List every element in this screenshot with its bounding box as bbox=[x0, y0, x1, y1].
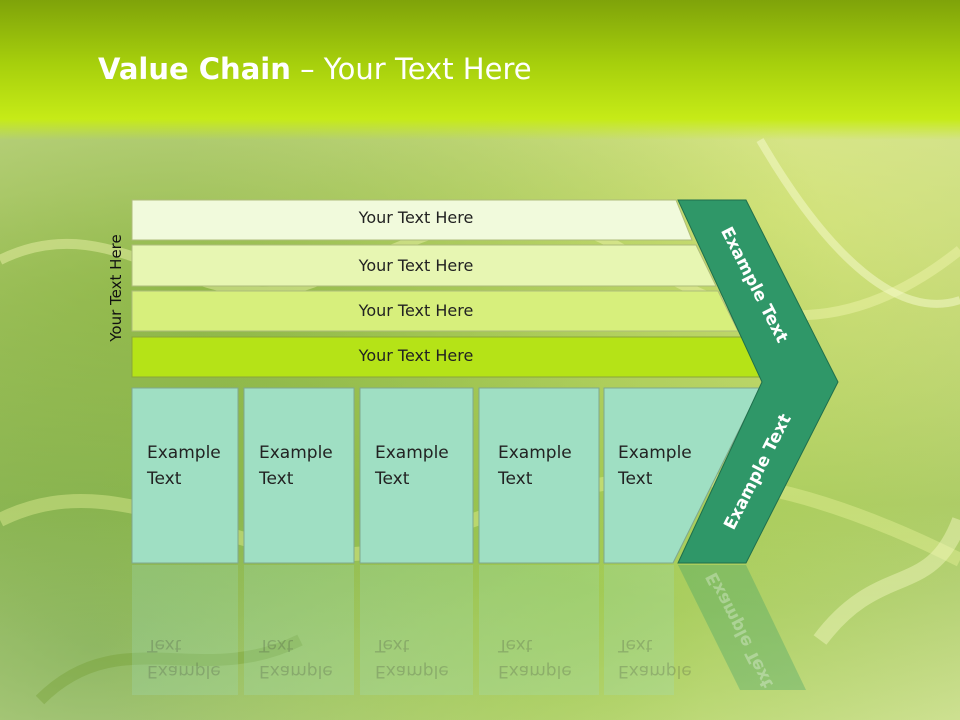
box-2 bbox=[243, 387, 355, 564]
box-reflection bbox=[479, 565, 599, 695]
chevron-reflection bbox=[678, 565, 806, 690]
box-reflection bbox=[360, 565, 473, 695]
box-5 bbox=[603, 387, 761, 564]
bar-label-3: Your Text Here bbox=[358, 301, 474, 320]
box-3 bbox=[359, 387, 474, 564]
box-reflection bbox=[244, 565, 354, 695]
bar-label-4: Your Text Here bbox=[358, 346, 474, 365]
bar-label-1: Your Text Here bbox=[358, 208, 474, 227]
slide-title: Value Chain – Your Text Here bbox=[98, 52, 532, 86]
bar-2 bbox=[131, 244, 717, 287]
box-reflection bbox=[132, 565, 238, 695]
box-reflection bbox=[604, 565, 674, 695]
box-1 bbox=[131, 387, 239, 564]
header-band bbox=[0, 0, 960, 140]
bar-label-2: Your Text Here bbox=[358, 256, 474, 275]
bar-1 bbox=[131, 199, 693, 241]
box-4 bbox=[478, 387, 600, 564]
chevron bbox=[677, 199, 839, 564]
